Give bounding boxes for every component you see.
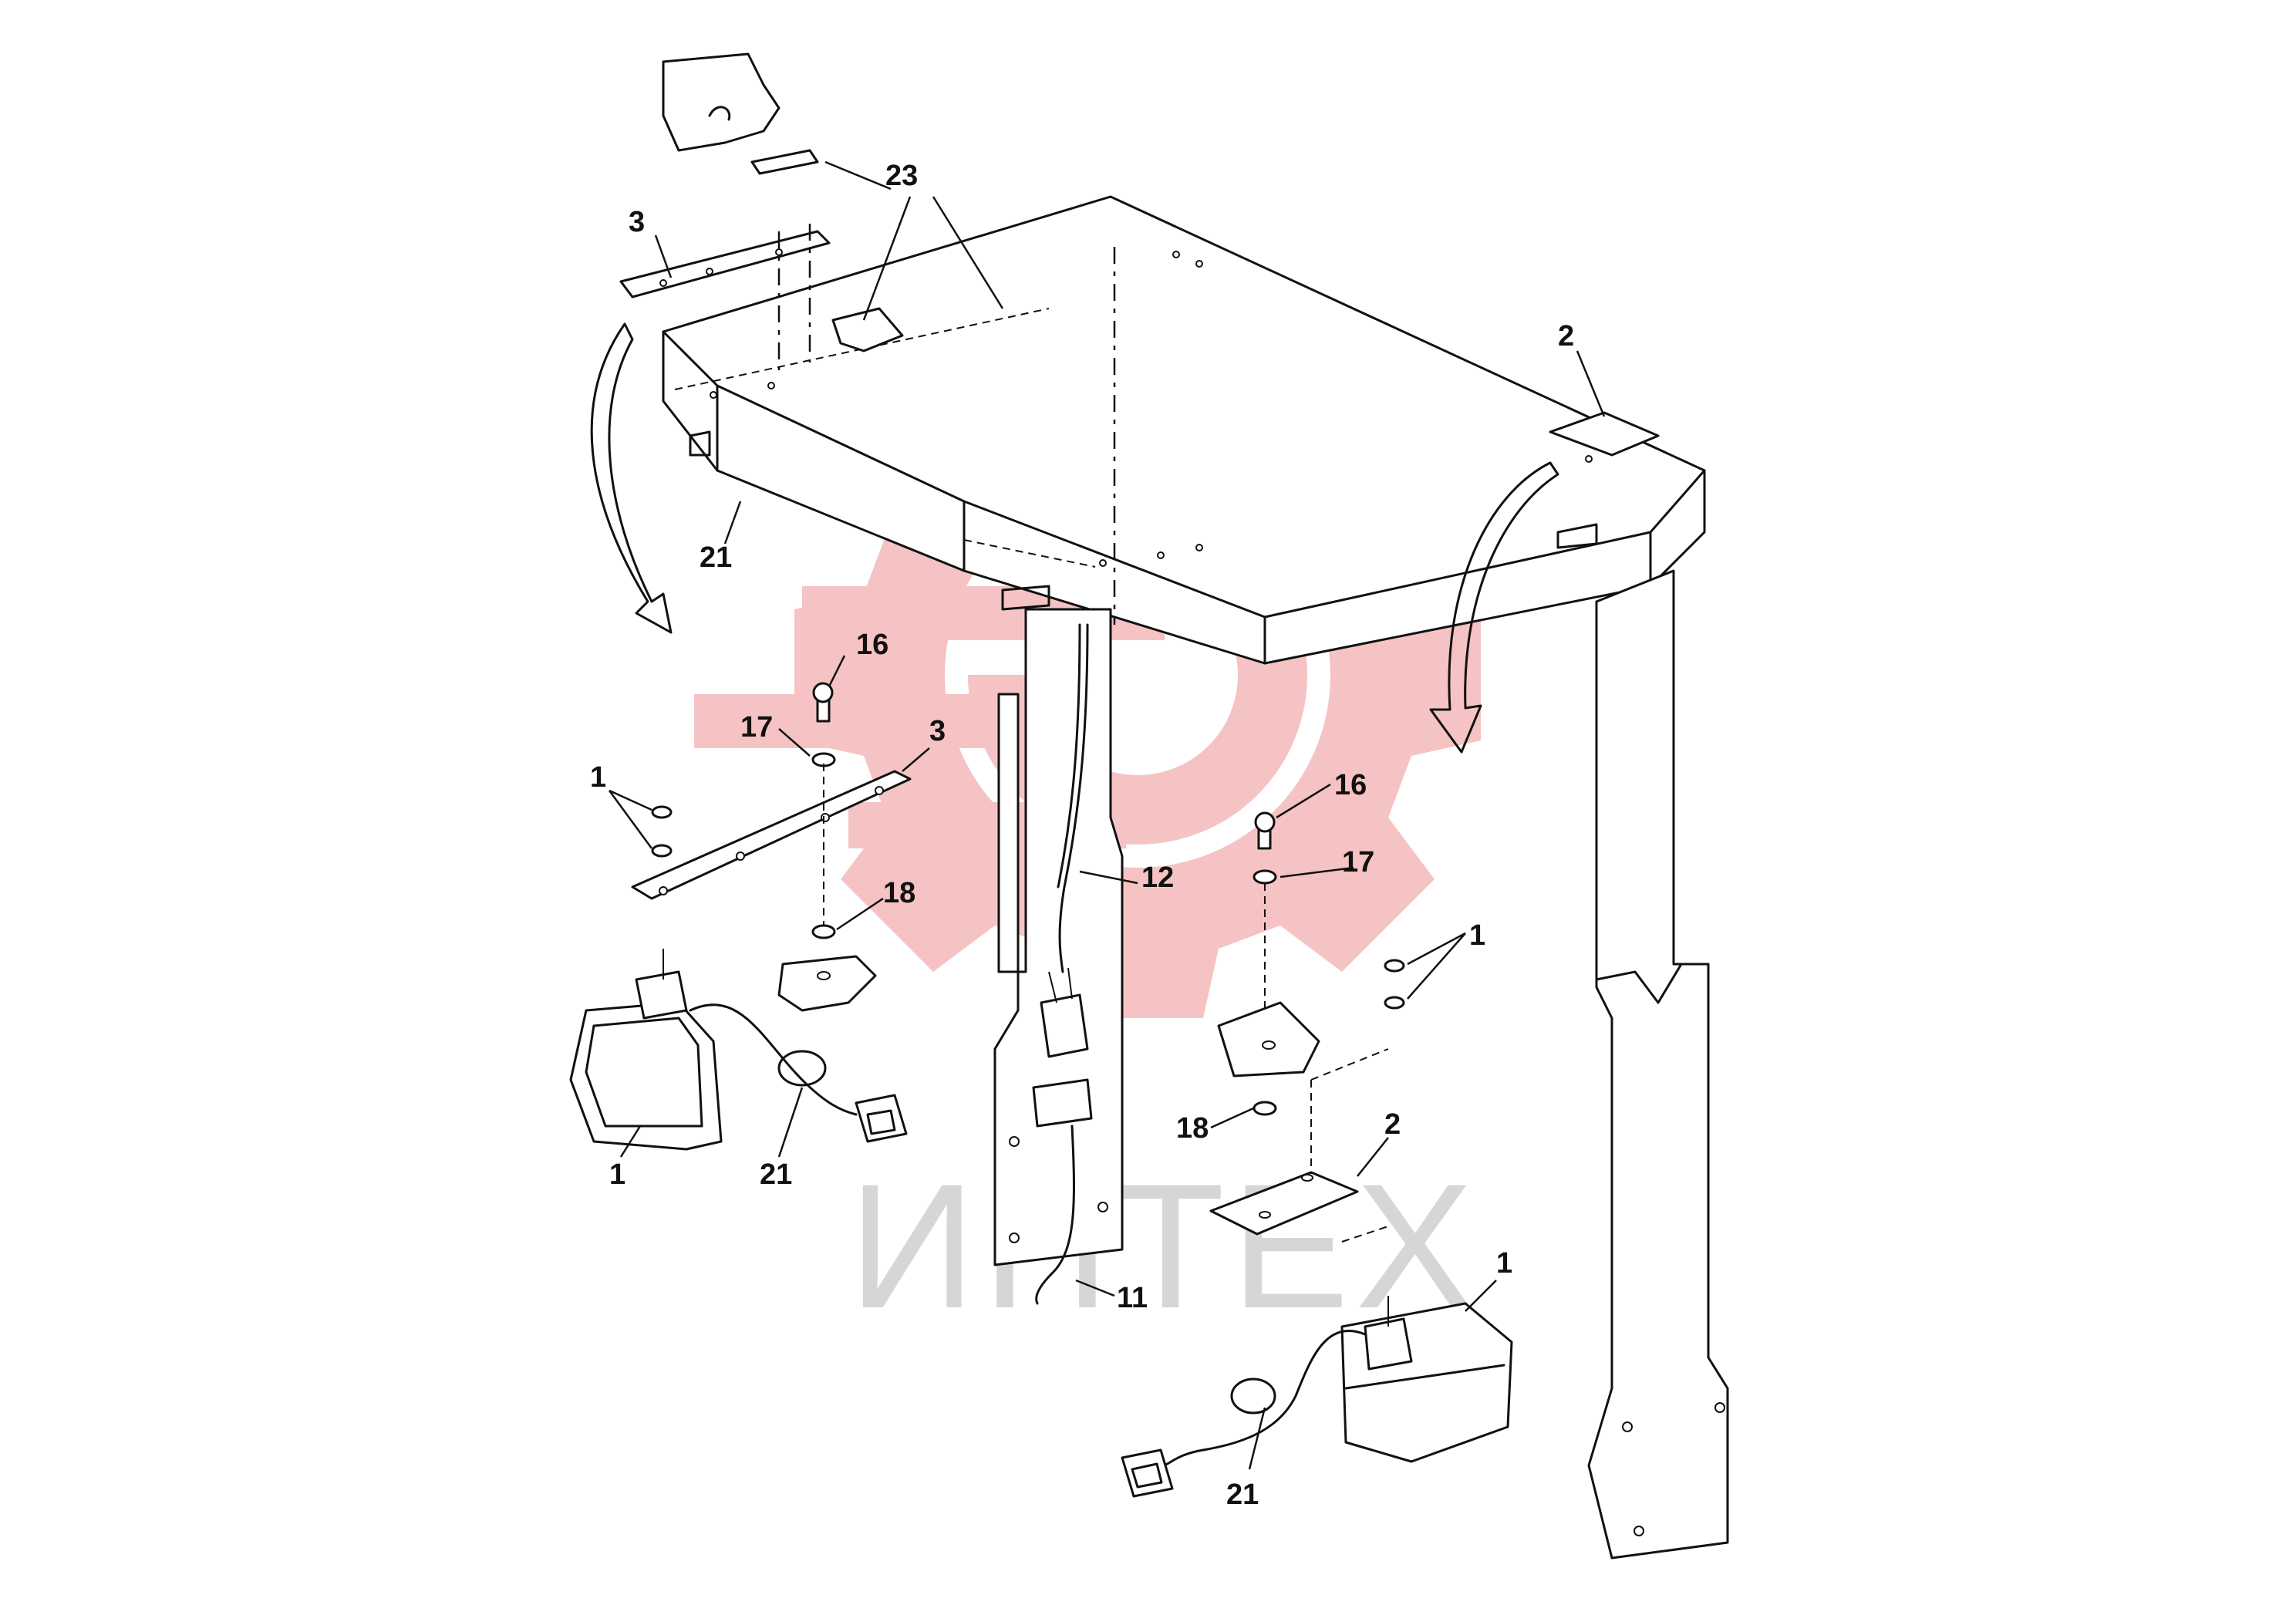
callout-16-left: 16 — [856, 629, 888, 661]
work-lamp-left — [569, 949, 908, 1151]
callout-21-left: 21 — [760, 1158, 792, 1191]
callout-23: 23 — [885, 160, 918, 192]
callout-21-top: 21 — [700, 541, 732, 574]
wiring-harness — [1032, 623, 1093, 1305]
watermark-text: ИНТЕХ — [848, 1147, 1480, 1345]
callout-1-right: 1 — [1469, 919, 1485, 952]
callout-1-left: 1 — [590, 761, 606, 794]
callout-21-right: 21 — [1226, 1479, 1259, 1511]
callout-17-left: 17 — [740, 711, 773, 744]
strap-plate-top — [619, 224, 831, 370]
callout-labels: 23 3 2 21 16 17 3 1 18 12 16 17 1 18 2 1… — [590, 160, 1574, 1511]
direction-arrow-left — [590, 322, 673, 634]
callout-2-top: 2 — [1558, 320, 1574, 352]
cab-post-center — [993, 608, 1124, 1266]
cab-roof — [662, 195, 1706, 665]
cab-post-right — [1587, 569, 1729, 1560]
callout-3-mid: 3 — [929, 715, 946, 747]
callout-11: 11 — [1117, 1282, 1148, 1314]
callout-12: 12 — [1141, 862, 1174, 894]
hose-pin-assembly — [662, 52, 904, 352]
left-bracket-stack — [631, 682, 912, 1012]
callout-3-top: 3 — [629, 206, 645, 238]
callout-1-lamp-left: 1 — [609, 1158, 625, 1191]
callout-2-bottom: 2 — [1384, 1108, 1401, 1141]
right-bracket-stack — [1209, 811, 1405, 1243]
callout-17-right: 17 — [1342, 846, 1374, 878]
leader-lines — [608, 160, 1606, 1470]
work-lamp-right — [1121, 1296, 1513, 1498]
callout-18-left: 18 — [883, 877, 915, 909]
direction-arrow-right — [1429, 461, 1559, 754]
callout-18-right: 18 — [1176, 1112, 1209, 1145]
callout-1-lamp-right: 1 — [1496, 1247, 1512, 1280]
callout-16-right: 16 — [1334, 769, 1367, 801]
